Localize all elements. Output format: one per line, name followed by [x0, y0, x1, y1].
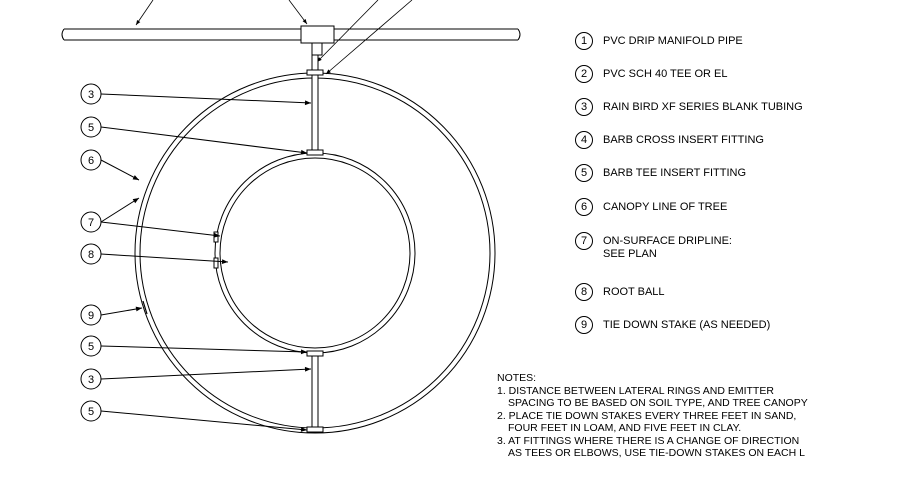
callout-3-top [80, 83, 312, 106]
notes-block: NOTES: 1. DISTANCE BETWEEN LATERAL RINGS… [497, 372, 808, 460]
blank-tubing-segments [311, 54, 319, 429]
legend-item-1: 1 PVC DRIP MANIFOLD PIPE [575, 32, 743, 54]
legend-text: ON-SURFACE DRIPLINE: SEE PLAN [603, 235, 732, 260]
legend-item-5: 5 BARB TEE INSERT FITTING [575, 164, 746, 186]
note-3-line-1: 3. AT FITTINGS WHERE THERE IS A CHANGE O… [497, 434, 800, 447]
legend-badge: 1 [575, 32, 593, 50]
callout-label-8: 8 [88, 249, 94, 261]
legend-badge: 6 [575, 198, 593, 216]
callout-5-top [80, 116, 308, 155]
callout-5-bottom [80, 400, 308, 432]
callout-label-6: 6 [88, 155, 94, 167]
callout-3-bottom [80, 366, 312, 390]
legend-item-4: 4 BARB CROSS INSERT FITTING [575, 131, 764, 153]
callout-label-3-top: 3 [88, 89, 94, 101]
callout-6 [80, 149, 140, 181]
legend-item-8: 8 ROOT BALL [575, 283, 665, 305]
legend-badge: 4 [575, 131, 593, 149]
note-3-line-2: AS TEES OR ELBOWS, USE TIE-DOWN STAKES O… [508, 447, 805, 459]
legend-text: PVC DRIP MANIFOLD PIPE [603, 35, 743, 47]
note-1-line-2: SPACING TO BE BASED ON SOIL TYPE, AND TR… [508, 397, 808, 409]
tie-down-stake [142, 300, 148, 315]
manifold-pipe [61, 28, 521, 41]
callout-label-5-mid: 5 [88, 341, 94, 353]
legend-text: BARB CROSS INSERT FITTING [603, 134, 764, 146]
note-2-line-1: 2. PLACE TIE DOWN STAKES EVERY THREE FEE… [497, 409, 797, 422]
legend-text: CANOPY LINE OF TREE [603, 201, 728, 213]
legend-badge: 8 [575, 283, 593, 301]
legend-item-7: 7 ON-SURFACE DRIPLINE: SEE PLAN [575, 232, 732, 260]
legend-item-3: 3 RAIN BIRD XF SERIES BLANK TUBING [575, 98, 803, 120]
callout-8 [80, 243, 229, 265]
insert-fittings [213, 69, 324, 433]
legend-badge: 9 [575, 316, 593, 334]
legend-item-2: 2 PVC SCH 40 TEE OR EL [575, 65, 728, 87]
note-1-line-1: 1. DISTANCE BETWEEN LATERAL RINGS AND EM… [497, 384, 774, 397]
top-leader-lines [135, 0, 413, 75]
inner-dripline-ring [214, 152, 416, 354]
legend-text: ROOT BALL [603, 286, 665, 298]
callout-9 [80, 304, 143, 326]
callout-label-9: 9 [88, 310, 94, 322]
callout-label-5-top: 5 [88, 122, 94, 134]
callout-label-3-bottom: 3 [88, 374, 94, 386]
callout-7 [80, 197, 221, 238]
note-2-line-2: FOUR FEET IN LOAM, AND FIVE FEET IN CLAY… [508, 422, 742, 434]
legend-text: RAIN BIRD XF SERIES BLANK TUBING [603, 101, 803, 113]
callout-label-5-bottom: 5 [88, 406, 94, 418]
legend-badge: 5 [575, 164, 593, 182]
legend-badge: 7 [575, 232, 593, 250]
pvc-tee-fitting [300, 25, 335, 56]
legend-text: BARB TEE INSERT FITTING [603, 167, 747, 179]
legend-text: TIE DOWN STAKE (AS NEEDED) [603, 319, 771, 331]
legend-item-9: 9 TIE DOWN STAKE (AS NEEDED) [575, 316, 770, 338]
notes-heading: NOTES: [497, 372, 537, 384]
legend-item-6: 6 CANOPY LINE OF TREE [575, 198, 727, 220]
legend-text: PVC SCH 40 TEE OR EL [603, 68, 728, 80]
legend-badge: 2 [575, 65, 593, 83]
legend-badge: 3 [575, 98, 593, 116]
callout-5-mid [80, 335, 308, 357]
callout-group [80, 83, 312, 432]
callout-label-7: 7 [88, 217, 94, 229]
